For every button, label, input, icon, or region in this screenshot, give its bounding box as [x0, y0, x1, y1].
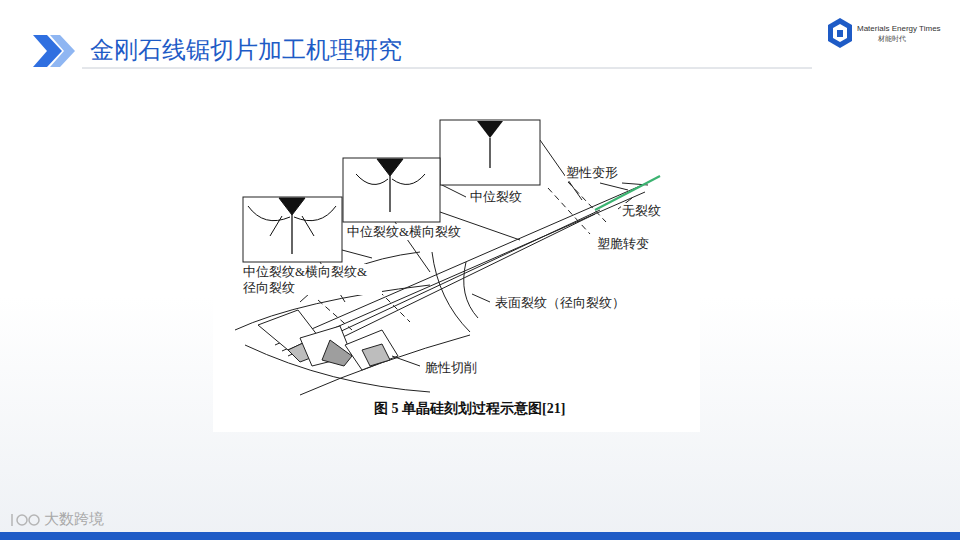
zone-label: 无裂纹	[621, 203, 662, 219]
brand-name: Materials Energy Times	[857, 24, 941, 34]
zone-label: 塑脆转变	[596, 236, 650, 252]
crack-inset	[440, 120, 540, 185]
logo-icon	[828, 18, 852, 48]
zone-label: 塑性变形	[565, 165, 619, 181]
footer-bar	[0, 532, 960, 540]
figure-panel	[213, 103, 700, 432]
crack-inset	[243, 197, 342, 262]
cutting-label: 脆性切削	[424, 360, 478, 376]
crack-inset	[343, 158, 440, 222]
header-rule	[82, 68, 812, 69]
brand-name: 材能时代	[878, 35, 906, 43]
crack-label: 表面裂纹（径向裂纹）	[494, 295, 626, 311]
crack-label: 中位裂纹&横向裂纹& 径向裂纹	[242, 264, 382, 295]
watermark-icon	[12, 514, 39, 526]
crack-label: 中位裂纹	[469, 189, 523, 205]
slide-title: 金刚石线锯切片加工机理研究	[90, 36, 402, 65]
chevron	[50, 35, 75, 67]
watermark: 大数跨境	[44, 510, 104, 528]
crack-label: 中位裂纹&横向裂纹	[346, 224, 462, 240]
figure-caption: 图 5 单晶硅刻划过程示意图[21]	[374, 401, 565, 418]
